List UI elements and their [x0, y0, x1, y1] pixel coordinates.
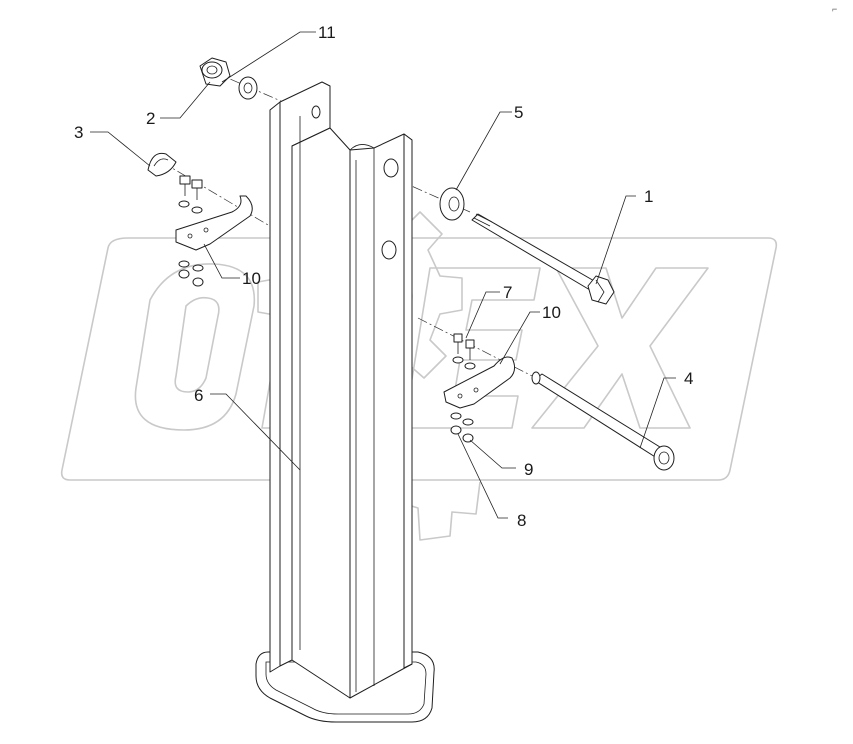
spacer-part-5: [439, 187, 465, 221]
callout-8: 8: [517, 511, 526, 530]
callout-9: 9: [524, 460, 533, 479]
washer-part-11: [238, 76, 258, 100]
callout-4: 4: [684, 369, 693, 388]
callout-1: 1: [644, 187, 653, 206]
watermark-letters: [134, 263, 709, 431]
callout-2: 2: [146, 109, 155, 128]
callout-3: 3: [74, 123, 83, 142]
watermark-logo: [60, 189, 778, 541]
callout-10-lower: 10: [542, 303, 561, 322]
lower-bracket-assembly: [443, 333, 516, 443]
callout-6: 6: [194, 386, 203, 405]
upper-bracket-assembly: [175, 175, 253, 287]
bolt-part-1: [471, 213, 615, 305]
callout-10-upper: 10: [242, 269, 261, 288]
pin-part-4: [531, 371, 675, 471]
nut-part-2: [199, 57, 231, 87]
callout-5: 5: [514, 103, 523, 122]
callout-labels: 1 2 3 4 5 6 7 8 9 10 10 11: [74, 23, 693, 530]
callout-11: 11: [318, 23, 336, 42]
post-part-6: [255, 81, 435, 723]
leader-lines: [90, 31, 676, 519]
corner-mark: ⌐: [832, 4, 837, 14]
lynch-pin-part-3: [147, 152, 177, 177]
callout-7: 7: [503, 283, 512, 302]
